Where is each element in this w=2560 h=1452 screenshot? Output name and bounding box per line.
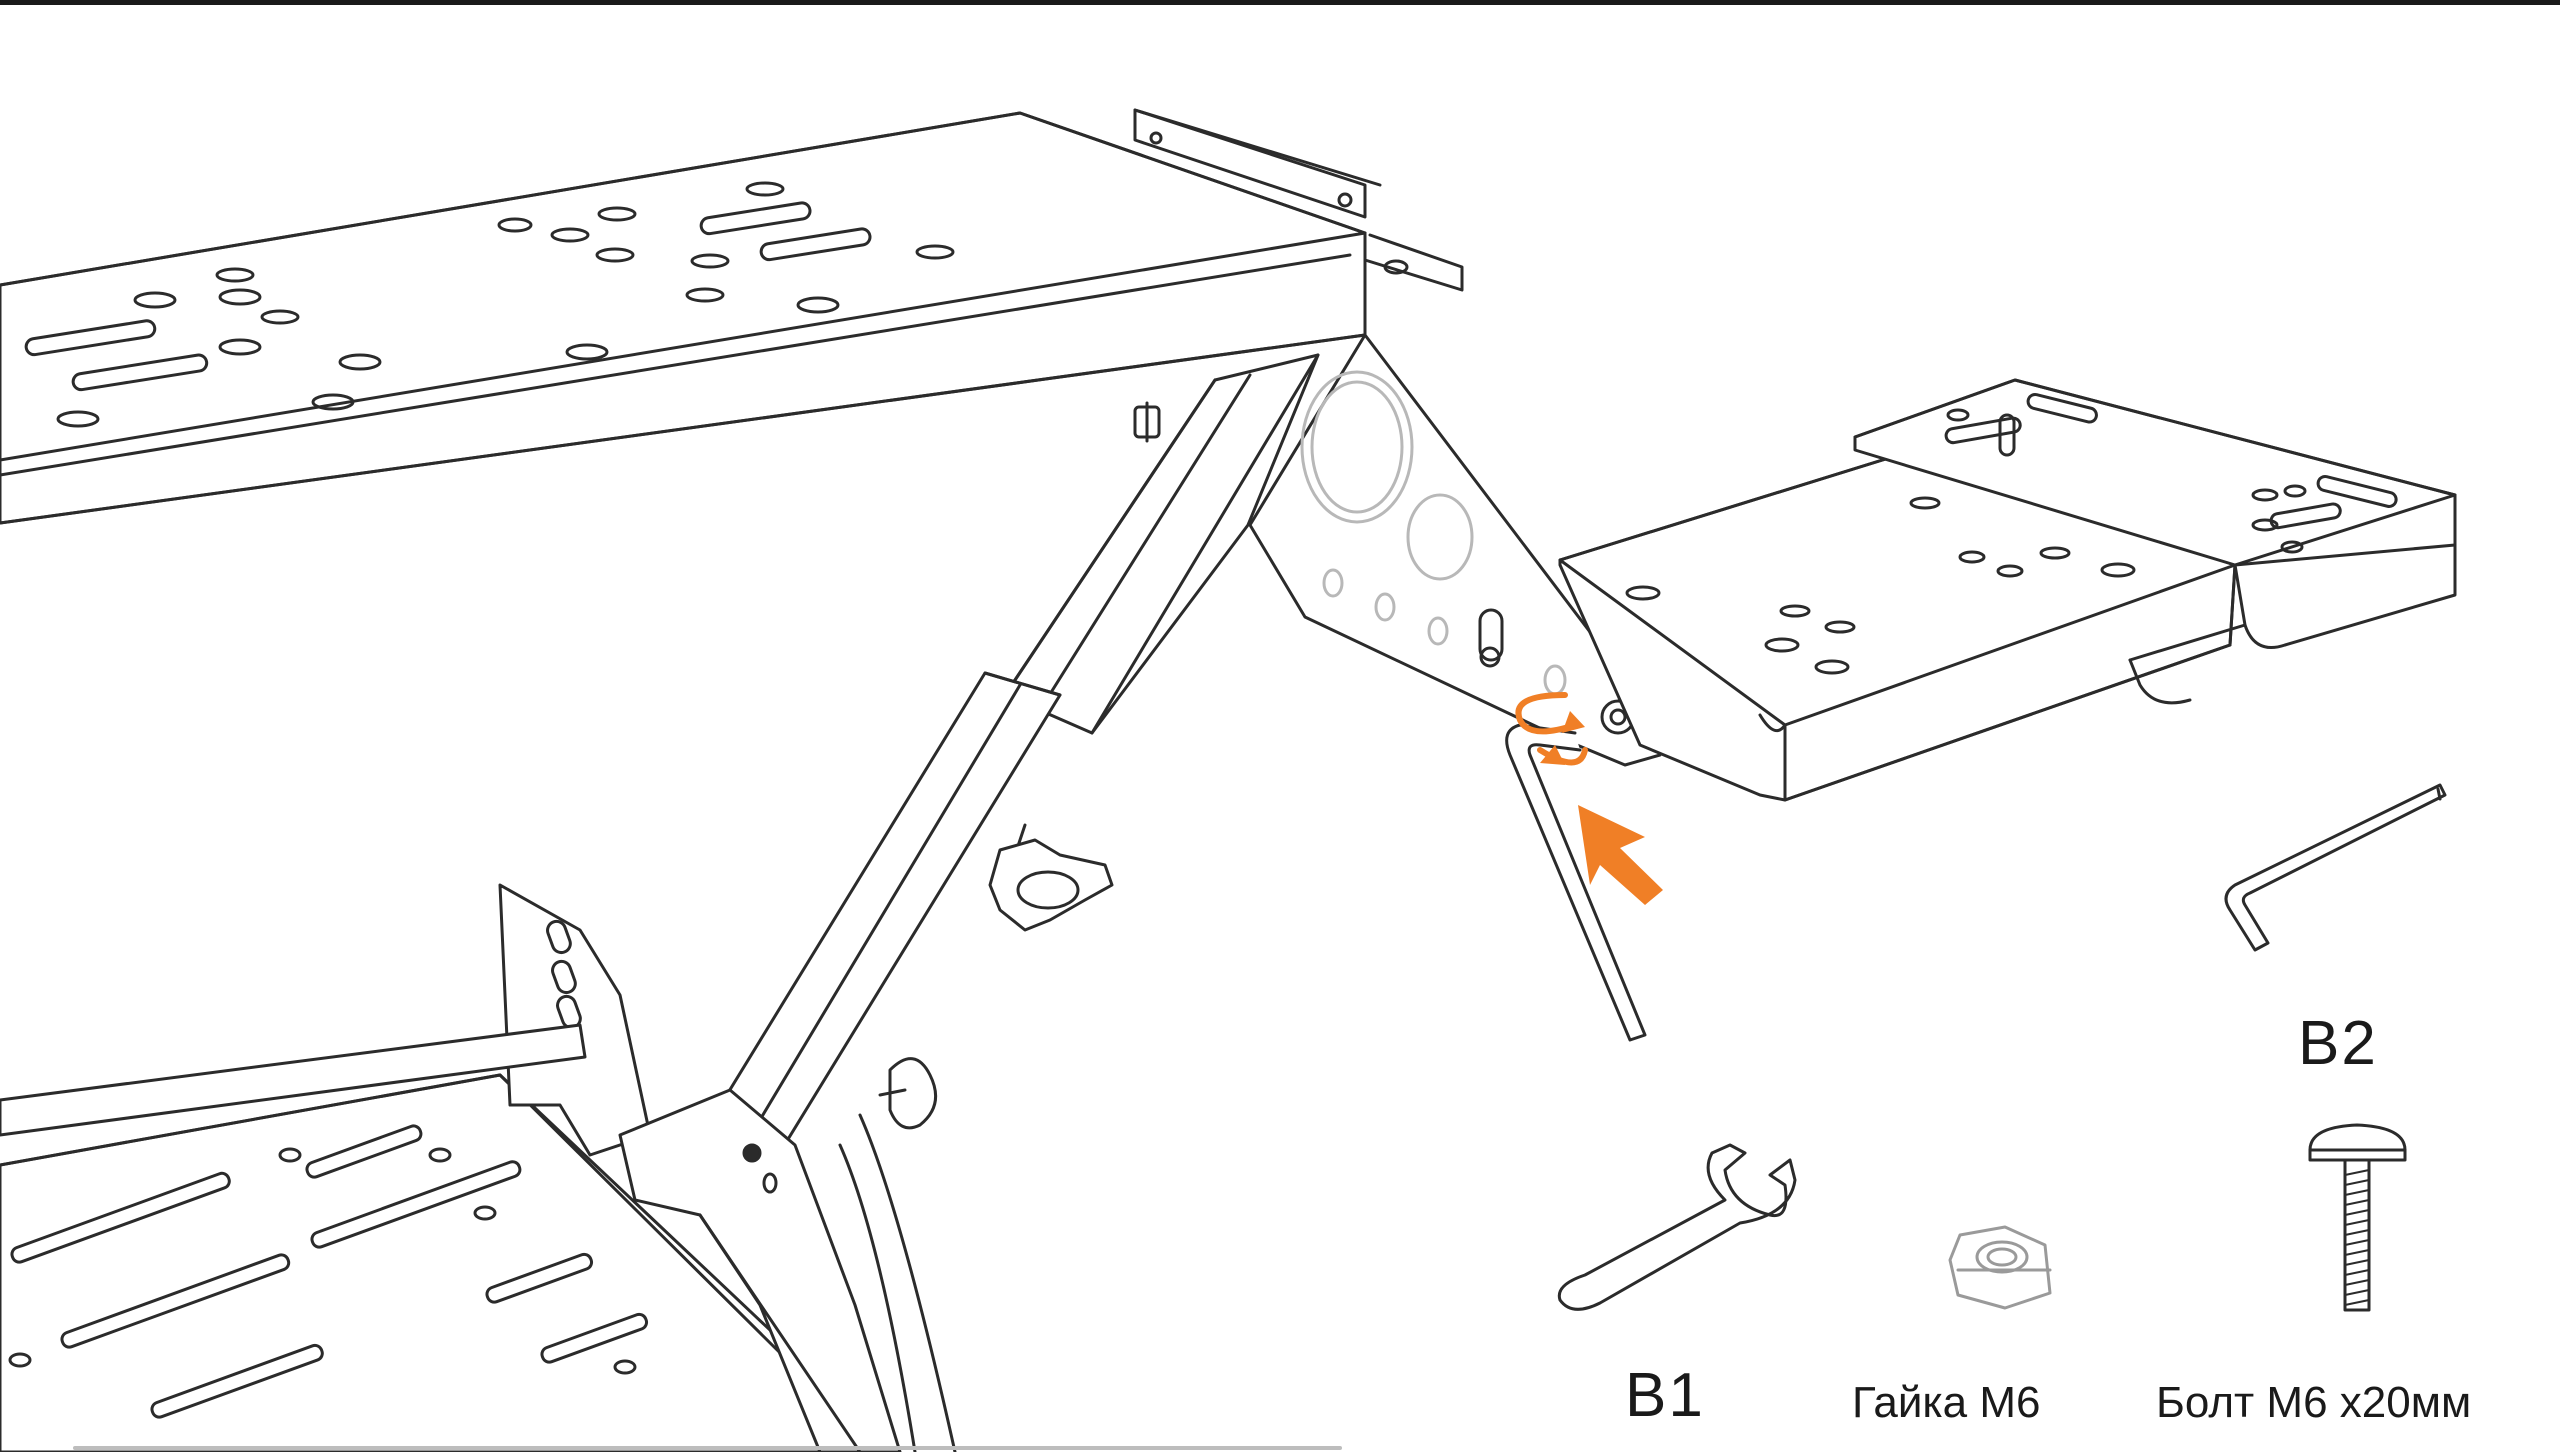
support-arm [688,353,1320,1187]
part-label-bolt: Болт М6 x20мм [2156,1378,2472,1427]
side-gusset-plate [1248,333,1672,767]
star-knob-icon [988,823,1114,932]
shifter-mount-plate [1558,378,2457,802]
part-label-b1: B1 [1625,1361,1705,1430]
wrench-icon [1557,1143,1797,1311]
hex-key-icon [2224,783,2447,952]
hex-key-in-use-icon [1505,723,1647,1042]
lower-knob [878,1057,938,1130]
direction-arrow-icon [1578,805,1663,905]
deck-holes [56,181,955,428]
part-label-b2: B2 [2298,1009,2378,1078]
wheel-deck-plate [0,108,1464,525]
bolt-icon [2308,1123,2407,1312]
part-label-nut: Гайка М6 [1852,1378,2041,1427]
arm-top-nut [1133,401,1161,443]
assembly-illustration [0,108,2457,1452]
nut-icon [1948,1225,2052,1310]
pedal-deck-assembly [0,883,1342,1452]
rotate-arrow-icon [1515,692,1588,766]
